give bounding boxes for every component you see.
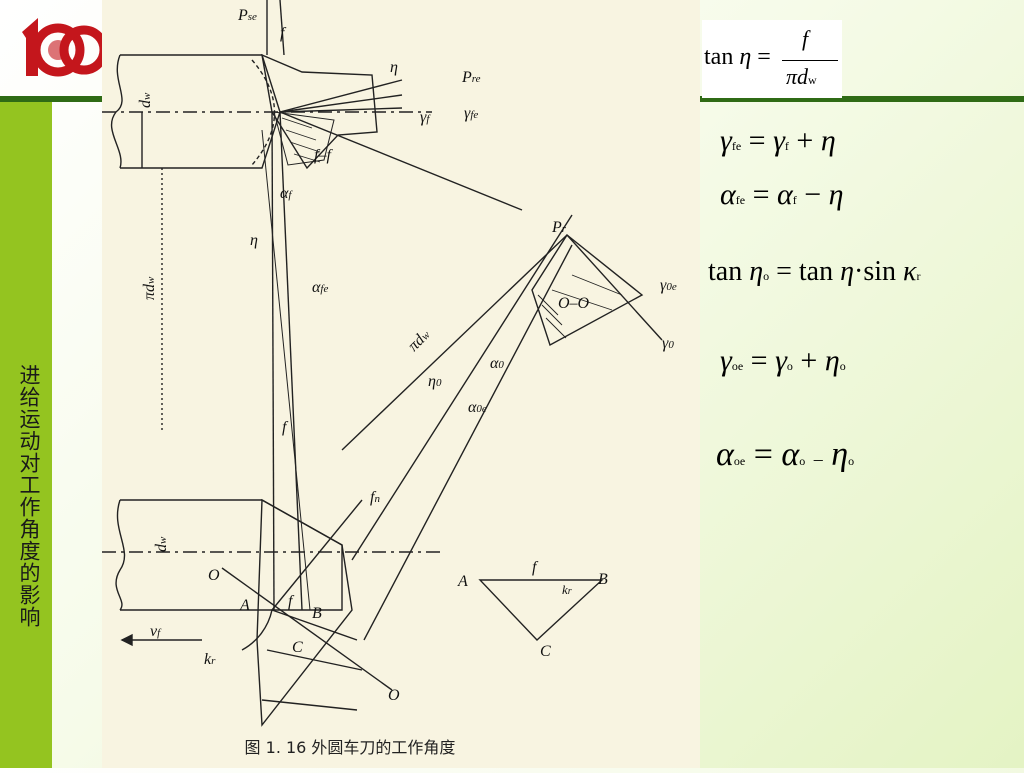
svg-text:A: A (239, 597, 250, 614)
svg-text:f: f (280, 25, 287, 42)
formula-gamma-fe: γfe = γf + η (720, 124, 836, 157)
formula-alpha-oe: αoe = αo – ηo (716, 436, 855, 473)
sidebar-title: 进给运动对工作角度的影响 (17, 364, 41, 628)
formula-tan-eta-box: tan η = f πdw (702, 20, 842, 98)
svg-text:γ0: γ0 (662, 335, 674, 352)
svg-text:η: η (390, 59, 398, 76)
svg-text:fn: fn (370, 489, 380, 506)
svg-text:α0e: α0e (468, 399, 487, 416)
svg-text:B: B (312, 605, 322, 622)
svg-text:C: C (540, 643, 551, 660)
svg-text:dw: dw (137, 92, 154, 108)
formula-gamma-oe: γoe = γo + ηo (720, 344, 846, 377)
svg-text:f: f (532, 559, 539, 576)
left-sidebar: 进给运动对工作角度的影响 (0, 102, 52, 768)
svg-text:O–O: O–O (558, 295, 590, 312)
tool-angle-diagram: Pse f η Pre γf γfe f–f αf η αfe πdw dw P… (102, 0, 677, 727)
svg-text:f–f: f–f (314, 147, 333, 164)
svg-text:πdw: πdw (405, 326, 434, 355)
svg-text:f: f (288, 593, 295, 610)
svg-text:B: B (598, 571, 608, 588)
svg-text:dw: dw (153, 536, 170, 552)
svg-text:αf: αf (280, 185, 293, 202)
svg-text:η: η (250, 232, 258, 249)
svg-text:α0: α0 (490, 355, 504, 372)
svg-text:πdw: πdw (141, 276, 158, 300)
svg-text:η0: η0 (428, 373, 442, 390)
svg-text:kr: kr (562, 582, 572, 597)
svg-text:A: A (457, 573, 468, 590)
svg-text:Pr: Pr (551, 219, 567, 236)
formula-alpha-fe: αfe = αf − η (720, 178, 844, 211)
svg-text:Pre: Pre (461, 69, 481, 86)
svg-text:Pse: Pse (237, 7, 257, 24)
svg-text:O: O (388, 687, 400, 704)
svg-text:f: f (282, 419, 289, 436)
svg-text:αfe: αfe (312, 279, 328, 296)
svg-text:kr: kr (204, 651, 216, 668)
svg-text:vf: vf (150, 623, 162, 640)
svg-text:O: O (208, 567, 220, 584)
formula-tan-eta-o: tan ηo = tan η·sin κr (708, 256, 921, 287)
figure-caption: 图 1. 16 外圆车刀的工作角度 (244, 738, 456, 757)
lathe-tool-figure: Pse f η Pre γf γfe f–f αf η αfe πdw dw P… (102, 0, 700, 768)
svg-text:γf: γf (420, 109, 431, 126)
svg-text:γ0e: γ0e (660, 277, 677, 294)
svg-text:γfe: γfe (464, 105, 478, 122)
university-logo (22, 18, 108, 77)
svg-text:C: C (292, 639, 303, 656)
